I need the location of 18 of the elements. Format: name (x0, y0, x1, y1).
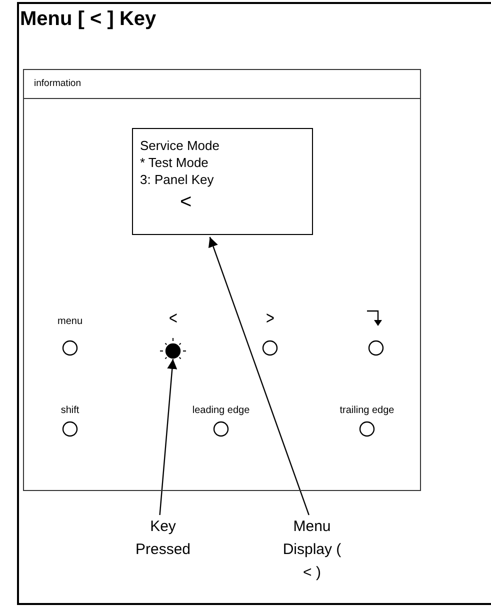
callout-text: Menu Display ( < ) (281, 515, 343, 585)
display-text: Service Mode (140, 137, 220, 154)
bar-label: information (34, 78, 81, 89)
key-label: menu (57, 316, 82, 327)
key-label: shift (60, 405, 80, 416)
menu-display (132, 128, 313, 235)
leader-arrow (159, 358, 178, 516)
title: Menu [ < ] Key (20, 8, 156, 31)
display-text: * Test Mode (140, 154, 210, 171)
display-text: < (180, 194, 193, 211)
callout-text: Key Pressed (131, 515, 195, 563)
display-text: 3: Panel Key (140, 171, 215, 188)
key-label: leading edge (192, 405, 250, 416)
key-symbol: > (266, 309, 274, 327)
key-symbol: < (168, 309, 178, 327)
key-label: trailing edge (340, 405, 394, 416)
leader-arrow (208, 236, 310, 516)
control-panel (23, 69, 421, 491)
